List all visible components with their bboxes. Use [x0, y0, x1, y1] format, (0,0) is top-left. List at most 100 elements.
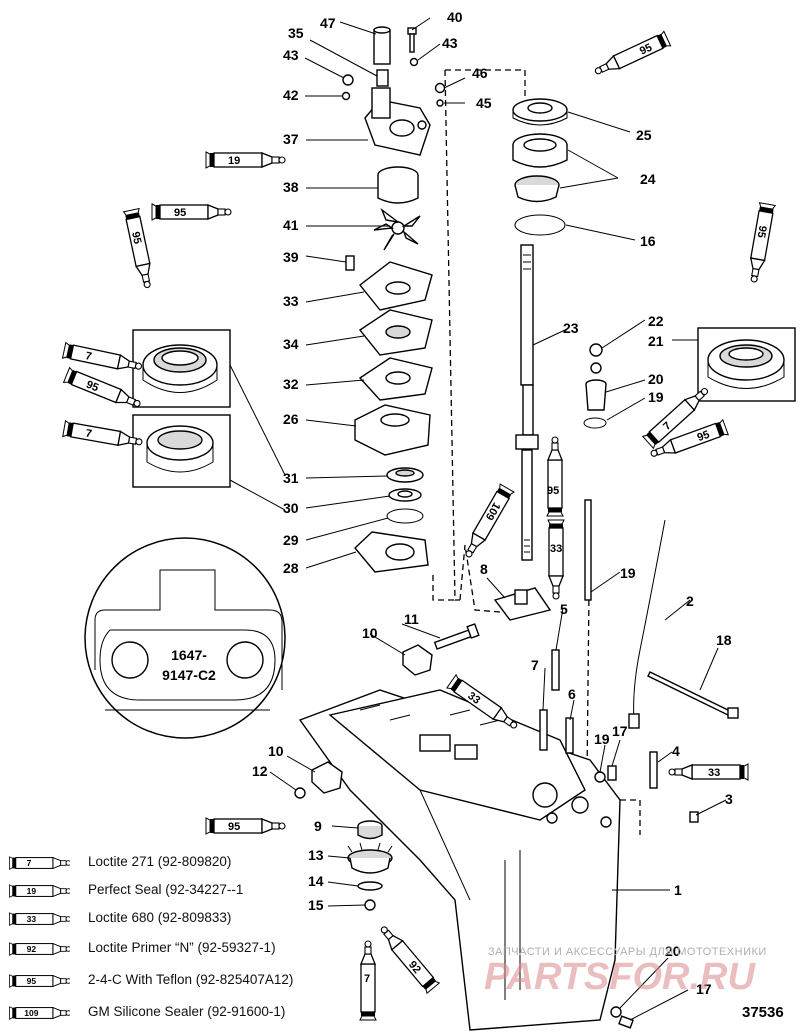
svg-text:95: 95: [547, 485, 559, 497]
svg-text:95: 95: [755, 225, 769, 239]
callout-35: 33: [283, 293, 299, 309]
legend-tube-icon: 33: [9, 912, 70, 926]
seal-box-upper: [132, 329, 231, 408]
callout-46: 46: [472, 65, 488, 81]
o-ring-22: [583, 417, 607, 429]
svg-text:95: 95: [638, 42, 654, 58]
tube-95-right: 95: [745, 202, 776, 284]
callout-40: 41: [283, 217, 299, 233]
washer-43-right: [409, 57, 419, 67]
callout-29: 26: [283, 411, 299, 427]
nut-12: [294, 787, 306, 799]
tube-7-right: 7: [642, 382, 713, 449]
tube-7-left-b: 7: [62, 420, 144, 451]
callout-10-lower: 10: [268, 743, 284, 759]
inset-label-line1: 1647-: [171, 647, 207, 663]
tube-109: 109: [459, 483, 515, 562]
callout-13: 13: [308, 847, 324, 863]
svg-text:7: 7: [27, 858, 32, 868]
callout-39: 35: [288, 25, 304, 41]
tapered-bearing-27: [514, 175, 560, 203]
nut-44: [342, 74, 354, 86]
watermark-logo: PARTSFOR.RU: [484, 956, 755, 998]
watermark-caption: ЗАПЧАСТИ И АКСЕССУАРЫ ДЛЯ МОТОТЕХНИКИ: [488, 946, 767, 958]
svg-text:19: 19: [228, 155, 240, 167]
svg-text:95: 95: [696, 429, 712, 444]
washer-45: [436, 99, 444, 107]
callout-5: 5: [560, 601, 568, 617]
tube-7-bottom: 7: [359, 940, 377, 1021]
svg-text:95: 95: [129, 231, 143, 245]
legend-row: 19 Perfect Seal (92-34227--1: [8, 880, 328, 902]
tube-95-center: 95: [546, 436, 564, 517]
callout-31: 29: [283, 532, 299, 548]
washer-43-left: [341, 91, 351, 101]
gearcase-housing: [298, 689, 621, 1031]
svg-text:109: 109: [24, 1008, 38, 1018]
legend-tube-icon: 109: [9, 1006, 70, 1020]
callout-45: 45: [476, 95, 492, 111]
anode-10-upper: [402, 644, 433, 676]
driveshaft-26: [515, 244, 539, 561]
legend-tube-icon: 19: [9, 884, 70, 898]
callout-23: 20: [648, 371, 664, 387]
screw-11: [433, 623, 480, 650]
shim-16: [514, 214, 566, 236]
callout-44: 43: [283, 47, 299, 63]
callout-21: 19: [620, 565, 636, 581]
tube-33-center: 33: [547, 519, 565, 600]
callout-25: 22: [648, 313, 664, 329]
legend-tube-icon: 95: [9, 974, 70, 988]
bearing-race-28: [512, 98, 568, 126]
callout-7: 7: [531, 657, 539, 673]
legend-text: Perfect Seal (92-34227--1: [88, 882, 244, 897]
tube-95-left: 95: [122, 207, 157, 290]
svg-text:33: 33: [27, 914, 37, 924]
callout-28: 25: [636, 127, 652, 143]
legend-text: GM Silicone Sealer (92-91600-1): [88, 1004, 286, 1019]
tube-92-bottom: 92: [375, 921, 440, 994]
callout-34: 32: [283, 376, 299, 392]
seal-box-lower: [132, 414, 231, 488]
washer-19: [594, 771, 606, 783]
inset-magnified-detail: 1647- 9147-C2: [84, 537, 286, 739]
gasket-30: [354, 531, 429, 573]
callout-30: 28: [283, 560, 299, 576]
callout-15: 15: [308, 897, 324, 913]
legend-row: 95 2-4-C With Teflon (92-825407A12): [8, 970, 328, 992]
legend-tube-icon: 92: [9, 942, 70, 956]
svg-text:95: 95: [174, 207, 186, 219]
pump-body-37: [364, 87, 431, 156]
callout-36: 34: [283, 336, 299, 352]
tube-7-left-a: 7: [61, 341, 144, 376]
plate-36: [358, 309, 433, 356]
tube-95-left-b: 95: [62, 366, 144, 413]
anode-10-lower: [311, 761, 343, 794]
seal-box-right: [697, 327, 796, 402]
callout-33: 31: [283, 470, 299, 486]
tube-95-pump: 95: [151, 203, 232, 221]
callout-37: 37: [283, 131, 299, 147]
callout-1: 1: [674, 882, 682, 898]
impeller-40: [373, 207, 421, 251]
callout-9: 9: [314, 818, 322, 834]
insert-38: [377, 166, 419, 204]
callout-24: 21: [648, 333, 664, 349]
svg-text:7: 7: [364, 973, 370, 985]
nut-15: [364, 899, 376, 911]
shift-link-2: [628, 519, 666, 729]
bearing-cup-27: [512, 133, 568, 168]
tube-33-right: 33: [668, 763, 749, 781]
shift-shaft-21: [584, 499, 592, 601]
callout-4: 4: [672, 743, 680, 759]
water-tube-47: [373, 26, 391, 65]
tube-95-topright: 95: [591, 30, 672, 80]
callout-32: 30: [283, 500, 299, 516]
legend-row: 92 Loctite Primer “N” (92-59327-1): [8, 938, 328, 960]
svg-text:33: 33: [708, 767, 720, 779]
washer-14: [357, 881, 383, 891]
callout-20: 18: [716, 632, 732, 648]
callout-26: 23: [563, 320, 579, 336]
figure-number: 37536: [742, 1004, 784, 1021]
key-41: [345, 255, 355, 271]
